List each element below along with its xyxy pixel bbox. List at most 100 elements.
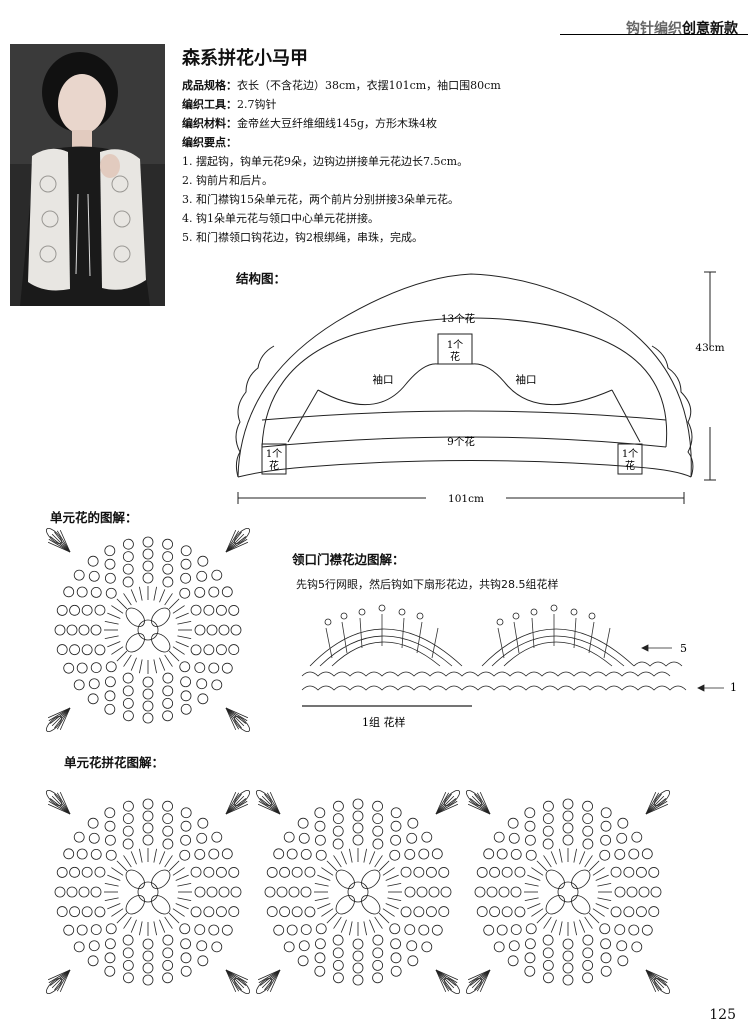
motif-chain-loop xyxy=(123,800,134,812)
motif-chain-loop xyxy=(483,848,495,860)
motif-chain-loop xyxy=(69,644,80,656)
motif-stitch xyxy=(536,912,548,924)
motif-fan-stitch xyxy=(225,538,248,553)
motif-chain-loop xyxy=(510,924,522,936)
motif-chain-loop xyxy=(94,866,106,878)
motif-stitch xyxy=(597,883,612,887)
motif-fan-stitch xyxy=(435,798,457,815)
motif-chain-loop xyxy=(476,867,488,878)
motif-chain-loop xyxy=(542,838,554,850)
motif-chain-loop xyxy=(524,820,536,832)
motif-stitch xyxy=(104,883,119,887)
motif-fan-stitch xyxy=(225,707,240,730)
motif-chain-loop xyxy=(352,974,364,986)
motif-chain-loop xyxy=(623,906,635,918)
motif-fan-stitch xyxy=(48,969,71,984)
motif-stitch xyxy=(524,897,539,901)
motif-chain-loop xyxy=(476,906,488,917)
motif-chain-loop xyxy=(142,938,154,950)
motif-stitch xyxy=(333,855,342,868)
motif-stitch xyxy=(363,921,367,936)
motif-chain-loop xyxy=(407,955,419,967)
motif-corner-leaf xyxy=(465,977,483,995)
motif-chain-loop xyxy=(390,952,402,964)
motif-lines xyxy=(465,789,671,995)
motif-chain-loop xyxy=(406,832,418,844)
motif-chain-loop xyxy=(390,807,402,819)
motif-chain-loop xyxy=(90,662,102,674)
motif-chain-loop xyxy=(88,940,100,952)
motif-chain-loop xyxy=(524,965,536,977)
motif-petal xyxy=(151,869,171,889)
motif-chain-loop xyxy=(582,813,594,824)
motif-chain-loop xyxy=(194,886,206,898)
specs-block: 成品规格：衣长（不含花边）38cm，衣摆101cm，袖口围80cm 编织工具：2… xyxy=(182,76,501,247)
motif-corner-leaf xyxy=(465,789,483,807)
motif-chain-loop xyxy=(314,807,326,819)
motif-chain-loop xyxy=(493,831,505,843)
motif-petal xyxy=(571,869,591,889)
motif-chain-loop xyxy=(524,938,536,950)
motif-stitch xyxy=(177,635,192,639)
motif-chain-loop xyxy=(421,831,433,843)
motif-chain-loop xyxy=(617,817,629,829)
motif-stitch xyxy=(111,646,124,655)
motif-chain-loop xyxy=(104,834,116,846)
motif-chain-loop xyxy=(276,886,288,898)
motif-stitch xyxy=(326,860,338,872)
motif-stitch xyxy=(314,897,329,901)
motif-fan-stitch xyxy=(54,531,71,553)
motif-fan-stitch xyxy=(225,707,242,729)
motif-chain-loop xyxy=(314,938,326,950)
motif-chain-loop xyxy=(88,678,100,690)
motif-chain-loop xyxy=(54,624,66,636)
motif-chain-loop xyxy=(389,849,401,861)
motif-chain-loop xyxy=(180,807,192,819)
motif-chain-loop xyxy=(179,849,191,861)
motif-chain-loop xyxy=(542,813,554,824)
motif-chain-loop xyxy=(489,906,500,918)
motif-fan-stitch xyxy=(435,791,447,815)
motif-chain-loop xyxy=(194,586,206,598)
motif-stitch xyxy=(387,897,402,901)
motif-chain-loop xyxy=(122,934,134,946)
motif-chain-loop xyxy=(332,947,344,959)
motif-chain-loop xyxy=(283,941,295,953)
motif-chain-loop xyxy=(474,886,486,898)
motif-chain-loop xyxy=(372,960,384,971)
motif-stitch xyxy=(164,855,173,868)
motif-chain-loop xyxy=(418,848,430,860)
motif-stitch xyxy=(340,919,347,933)
motif-chain-loop xyxy=(273,848,285,860)
motif-chain-loop xyxy=(208,662,220,674)
motif-stitch xyxy=(172,605,185,614)
structure-corner-right-a: 1个 xyxy=(622,448,638,460)
motif-chain-loop xyxy=(105,923,117,935)
motif-chain-loop xyxy=(266,867,278,878)
motif-stitch xyxy=(317,874,331,881)
motif-chain-loop xyxy=(631,941,643,953)
materials-label: 编织材料： xyxy=(182,117,237,130)
structure-sleeve-right: 袖口 xyxy=(516,373,537,386)
motif-chain-loop xyxy=(600,965,612,977)
motif-chain-loop xyxy=(104,572,116,584)
motif-chain-loop xyxy=(180,676,192,688)
motif-chain-loop xyxy=(562,798,574,810)
motif-fan-stitch xyxy=(476,792,491,815)
motif-chain-loop xyxy=(162,698,174,709)
motif-chain-loop xyxy=(142,834,154,846)
motif-chain-loop xyxy=(582,960,594,971)
motif-chain-loop xyxy=(440,886,452,898)
motif-chain-loop xyxy=(332,960,344,971)
motif-chain-loop xyxy=(372,800,383,812)
motif-chain-loop xyxy=(228,605,240,616)
header-title: 钩针编织创意新款 xyxy=(626,18,738,38)
motif-chain-loop xyxy=(288,886,300,898)
motif-stitch xyxy=(559,921,563,936)
motif-stitch xyxy=(333,916,342,929)
motif-stitch xyxy=(153,659,157,674)
motif-fan-stitch xyxy=(225,707,237,731)
structure-corner-left-a: 1个 xyxy=(266,448,282,460)
motif-chain-loop xyxy=(81,906,93,918)
motif-corner-leaf xyxy=(233,527,251,545)
